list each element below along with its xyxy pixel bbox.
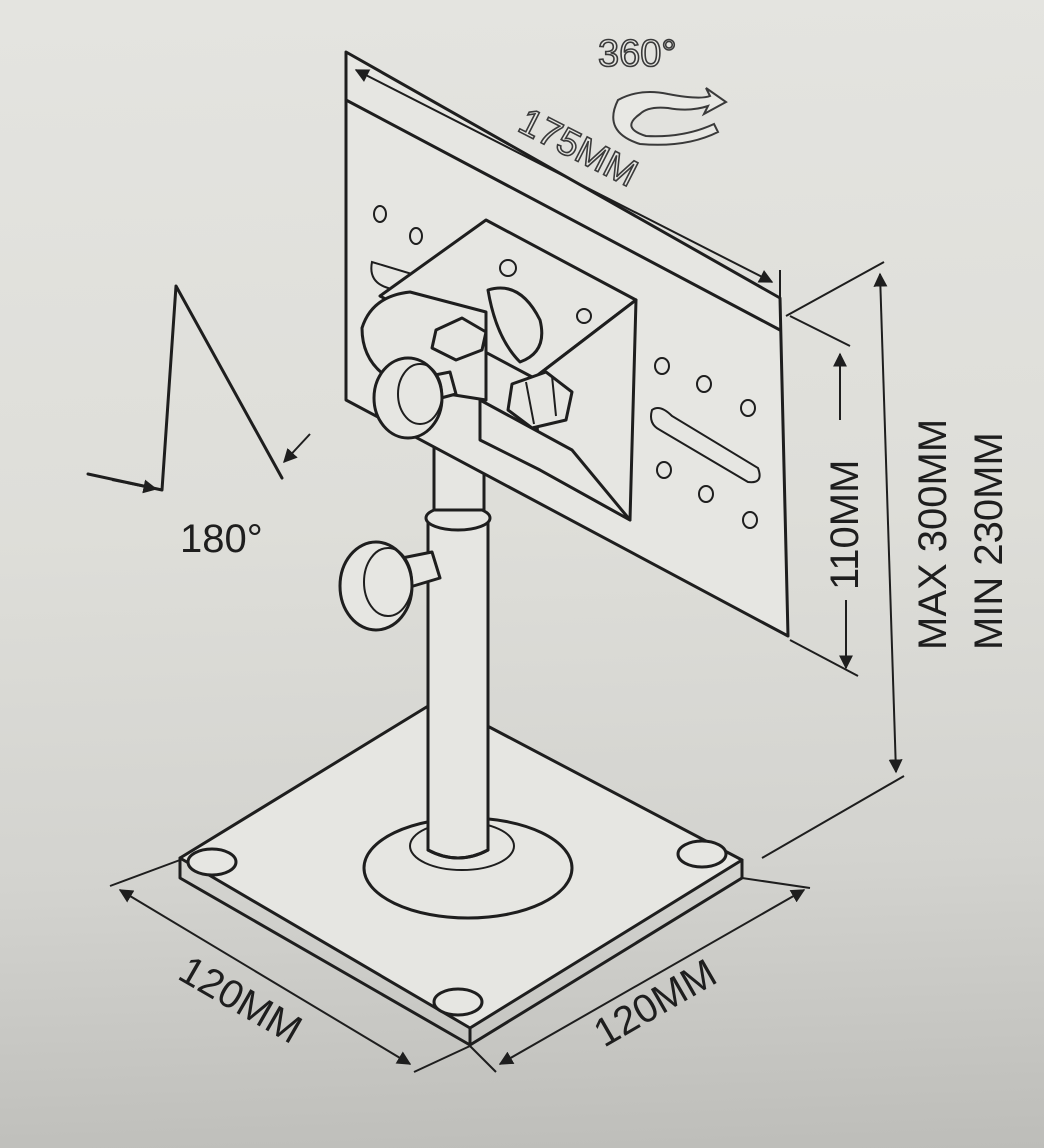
label-height-max: MAX 300MM xyxy=(911,419,955,650)
rotation-180-indicator xyxy=(86,284,311,494)
label-rotation-side: 180° xyxy=(180,517,263,561)
label-plate-height: 110MM xyxy=(823,460,867,590)
rotation-360-arrow xyxy=(612,87,728,146)
base-hole xyxy=(432,987,484,1017)
base-hole xyxy=(186,847,238,877)
label-height-min: MIN 230MM xyxy=(967,432,1011,650)
upper-knob xyxy=(372,356,458,440)
dimension-175 xyxy=(345,52,781,300)
lower-knob xyxy=(338,540,442,632)
base-hole xyxy=(676,839,728,869)
dimension-height xyxy=(761,261,905,859)
dimension-110 xyxy=(789,315,859,677)
label-rotation-top: 360° xyxy=(598,33,677,75)
label-base-left: 120MM xyxy=(172,948,310,1053)
dimension-base xyxy=(109,859,811,1073)
